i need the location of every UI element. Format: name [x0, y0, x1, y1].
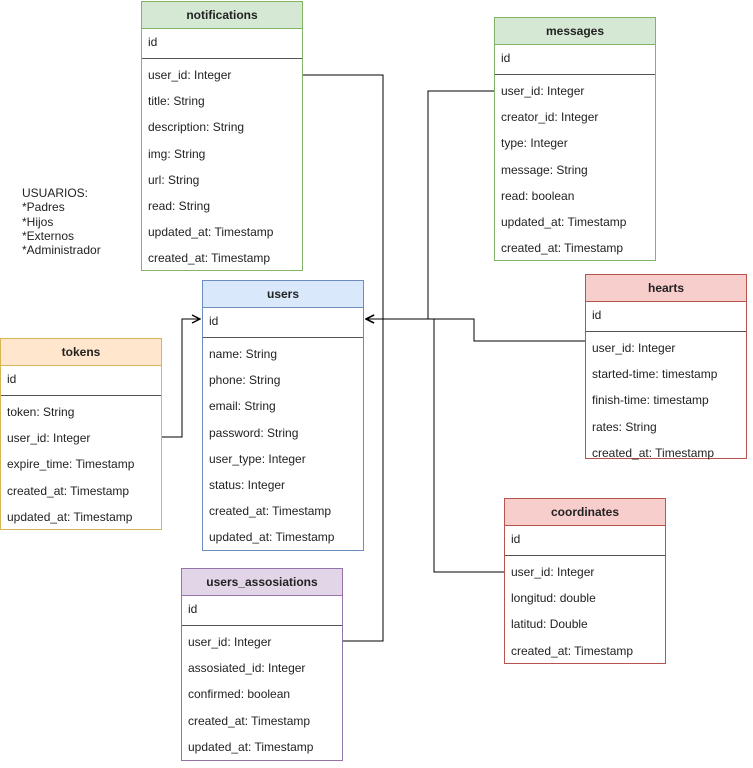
entity-field[interactable]: user_id: Integer — [148, 68, 232, 82]
note-line: *Administrador — [22, 243, 101, 258]
entity-coordinates[interactable]: coordinates id user_id: Integer longitud:… — [504, 498, 666, 664]
link-messages-users — [366, 90, 494, 319]
note-line: USUARIOS: — [22, 186, 89, 200]
field-list: user_id: Integer assosiated_id: Integer co… — [182, 626, 342, 760]
entity-field[interactable]: read: boolean — [501, 188, 575, 203]
entity-field[interactable]: created_at: Timestamp — [188, 713, 311, 728]
entity-field[interactable]: finish-time: timestamp — [592, 393, 709, 408]
entity-field[interactable]: message: String — [501, 162, 588, 177]
entity-field[interactable]: created_at: Timestamp — [7, 483, 130, 498]
primary-key[interactable]: id — [142, 29, 302, 59]
field-list: user_id: Integer title: String description… — [142, 59, 302, 272]
entity-field[interactable]: updated_at: Timestamp — [209, 530, 335, 545]
entity-field[interactable]: user_id: Integer — [188, 635, 272, 649]
entity-field[interactable]: name: String — [209, 347, 278, 361]
entity-hearts[interactable]: hearts id user_id: Integer started-time: … — [585, 274, 747, 460]
entity-messages[interactable]: messages id user_id: Integer creator_id: … — [494, 17, 656, 261]
entity-field[interactable]: img: String — [148, 146, 206, 161]
entity-title[interactable]: hearts — [586, 275, 746, 302]
entity-field[interactable]: latitud: Double — [511, 617, 588, 632]
entity-field[interactable]: read: String — [148, 198, 211, 213]
link-hearts-users — [366, 319, 585, 342]
entity-field[interactable]: status: Integer — [209, 477, 286, 492]
entity-field[interactable]: description: String — [148, 120, 245, 135]
entity-users-assosiations[interactable]: users_assosiations id user_id: Integer as… — [181, 568, 343, 761]
entity-field[interactable]: creator_id: Integer — [501, 110, 599, 125]
entity-field[interactable]: created_at: Timestamp — [209, 504, 332, 519]
entity-title[interactable]: tokens — [1, 339, 161, 366]
field-list: name: String phone: String email: String pa… — [203, 338, 363, 551]
note-line: *Externos — [22, 228, 75, 243]
entity-tokens[interactable]: tokens id token: String user_id: Integer e… — [0, 338, 162, 530]
entity-field[interactable]: created_at: Timestamp — [592, 445, 715, 460]
entity-users[interactable]: users id name: String phone: String email:… — [202, 280, 364, 551]
entity-title[interactable]: coordinates — [505, 499, 665, 526]
entity-field[interactable]: title: String — [148, 94, 205, 109]
primary-key[interactable]: id — [1, 366, 161, 396]
entity-field[interactable]: updated_at: Timestamp — [188, 739, 314, 754]
entity-field[interactable]: user_id: Integer — [7, 431, 91, 446]
primary-key[interactable]: id — [495, 45, 655, 75]
user-types-note: USUARIOS: *Padres *Hijos *Externos *Admi… — [22, 186, 101, 257]
entity-field[interactable]: user_id: Integer — [511, 565, 595, 579]
primary-key[interactable]: id — [182, 596, 342, 626]
entity-field[interactable]: created_at: Timestamp — [511, 643, 634, 658]
note-line: *Hijos — [22, 214, 54, 229]
entity-field[interactable]: user_id: Integer — [501, 84, 585, 98]
entity-field[interactable]: assosiated_id: Integer — [188, 661, 306, 676]
link-tokens-users — [161, 319, 200, 438]
field-list: user_id: Integer longitud: double latitud:… — [505, 556, 665, 664]
entity-field[interactable]: rates: String — [592, 419, 657, 434]
link-coordinates-users — [433, 319, 504, 573]
entity-title[interactable]: messages — [495, 18, 655, 45]
entity-field[interactable]: updated_at: Timestamp — [501, 214, 627, 229]
entity-title[interactable]: notifications — [142, 2, 302, 29]
entity-field[interactable]: phone: String — [209, 373, 281, 388]
note-line: *Padres — [22, 200, 65, 215]
entity-field[interactable]: type: Integer — [501, 136, 568, 151]
link-assosiations-users — [343, 319, 384, 642]
entity-field[interactable]: updated_at: Timestamp — [148, 225, 274, 240]
entity-field[interactable]: created_at: Timestamp — [501, 241, 624, 256]
field-list: user_id: Integer started-time: timestamp f… — [586, 332, 746, 466]
entity-field[interactable]: token: String — [7, 405, 75, 419]
primary-key[interactable]: id — [203, 308, 363, 338]
entity-field[interactable]: longitud: double — [511, 591, 596, 606]
primary-key[interactable]: id — [505, 526, 665, 556]
entity-field[interactable]: confirmed: boolean — [188, 687, 291, 702]
entity-field[interactable]: email: String — [209, 399, 276, 414]
entity-title[interactable]: users_assosiations — [182, 569, 342, 596]
entity-field[interactable]: started-time: timestamp — [592, 367, 718, 382]
entity-field[interactable]: updated_at: Timestamp — [7, 509, 133, 524]
entity-field[interactable]: user_type: Integer — [209, 451, 306, 466]
entity-field[interactable]: url: String — [148, 172, 200, 187]
entity-field[interactable]: expire_time: Timestamp — [7, 457, 135, 472]
entity-field[interactable]: created_at: Timestamp — [148, 251, 271, 266]
entity-field[interactable]: user_id: Integer — [592, 341, 676, 355]
entity-title[interactable]: users — [203, 281, 363, 308]
entity-notifications[interactable]: notifications id user_id: Integer title: … — [141, 1, 303, 271]
field-list: token: String user_id: Integer expire_time… — [1, 396, 161, 530]
field-list: user_id: Integer creator_id: Integer type:… — [495, 75, 655, 261]
entity-field[interactable]: password: String — [209, 425, 299, 440]
primary-key[interactable]: id — [586, 302, 746, 332]
